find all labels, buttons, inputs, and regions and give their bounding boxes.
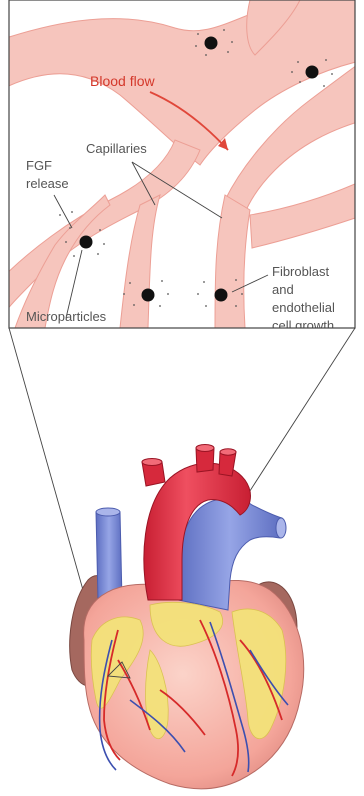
growth-label-line2: and [272, 282, 294, 297]
microparticle [215, 289, 228, 302]
microparticle [80, 236, 93, 249]
heart [70, 445, 304, 789]
microparticles-label: Microparticles [26, 309, 107, 324]
fgf-release-label-line1: FGF [26, 158, 52, 173]
microparticle [142, 289, 155, 302]
blood-flow-label: Blood flow [90, 73, 155, 89]
growth-label-line3: endothelial [272, 300, 335, 315]
growth-label-line1: Fibroblast [272, 264, 329, 279]
vena-cava [96, 512, 122, 600]
growth-label-line4: cell growth [272, 318, 334, 333]
capillary-inset: Blood flow Capillaries FGF release Micro… [0, 0, 364, 333]
microparticle [306, 66, 319, 79]
microparticle [205, 37, 218, 50]
capillaries-label: Capillaries [86, 141, 147, 156]
fgf-release-label-line2: release [26, 176, 69, 191]
